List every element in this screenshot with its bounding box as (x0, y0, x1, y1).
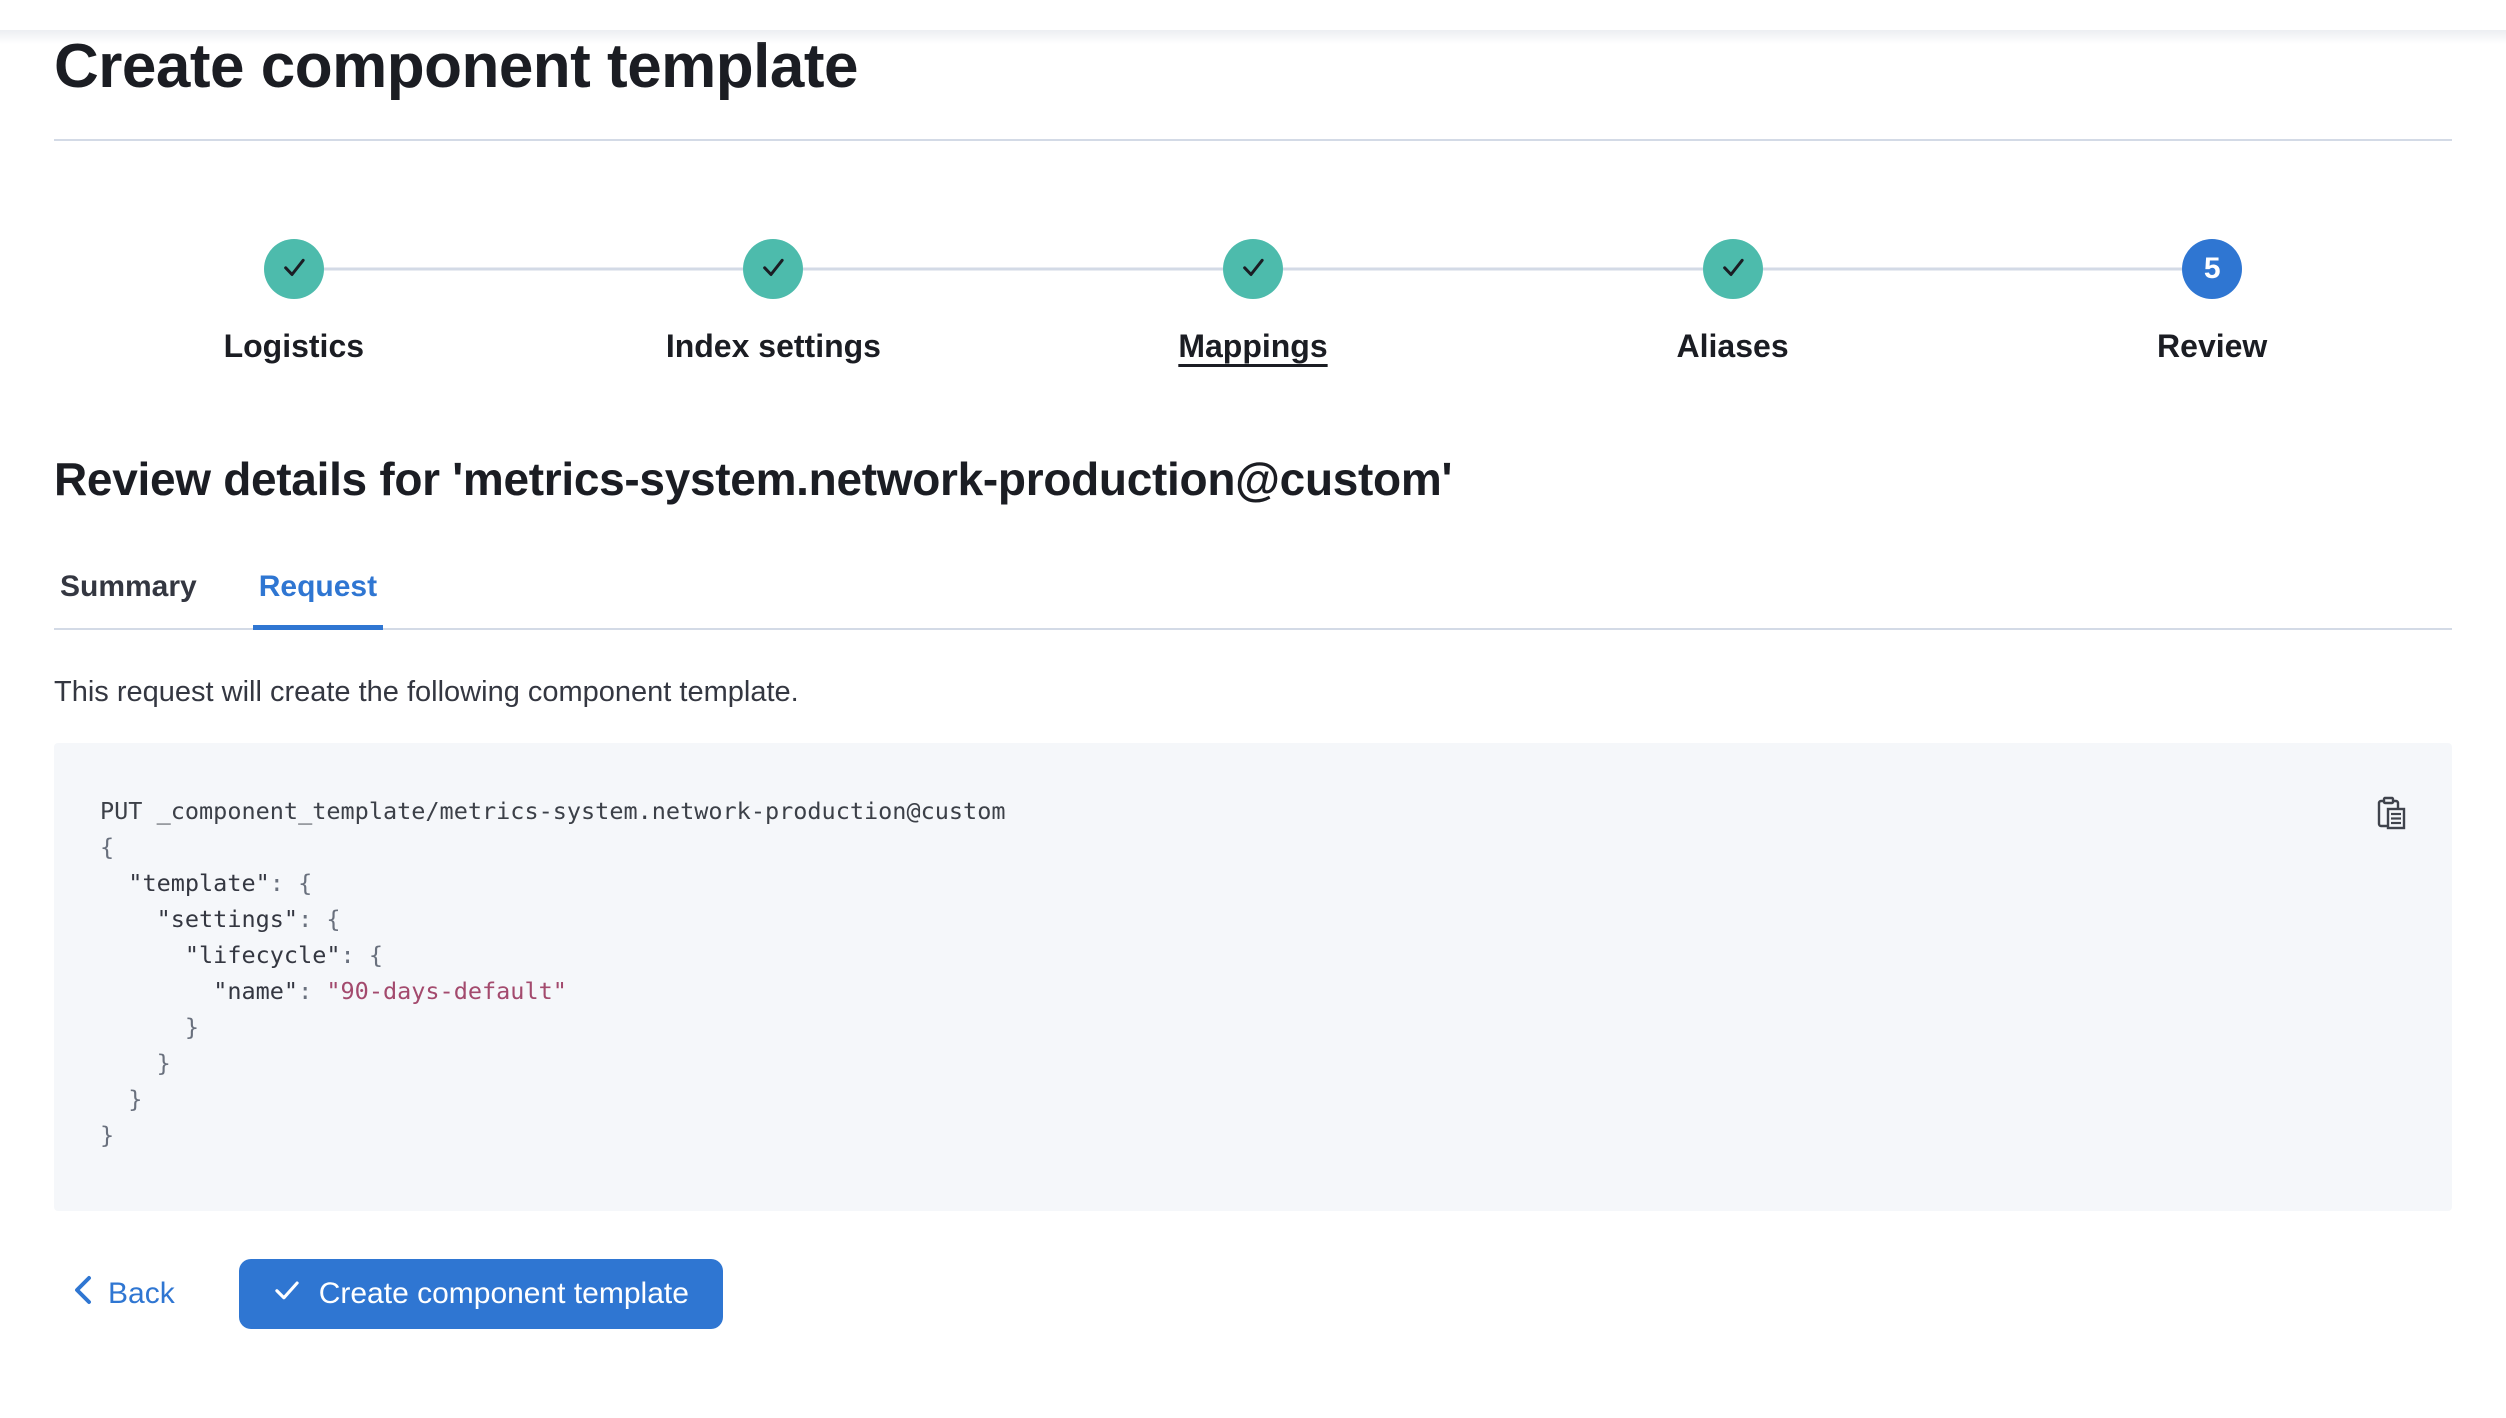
code-token (100, 941, 185, 969)
step-circle-logistics[interactable] (263, 239, 324, 300)
code-line: } (100, 1009, 2332, 1045)
stepper-circle-row (533, 237, 1014, 301)
stepper-circle-row (1013, 237, 1493, 301)
code-token (100, 977, 213, 1005)
code-token (100, 905, 157, 933)
step-label-logistics[interactable]: Logistics (223, 328, 365, 365)
code-token: "name" (213, 976, 299, 1005)
code-token: : (298, 976, 327, 1005)
code-token: "settings" (156, 904, 299, 933)
code-token: { (100, 832, 115, 861)
code-line: "template": { (100, 865, 2332, 901)
tab-summary[interactable]: Summary (60, 569, 197, 603)
scroll-shadow (0, 30, 2506, 44)
title-divider (54, 139, 2452, 142)
request-code-block: PUT _component_template/metrics-system.n… (54, 742, 2452, 1211)
code-line: "name": "90-days-default" (100, 973, 2332, 1009)
copy-to-clipboard-button[interactable] (2374, 795, 2408, 831)
code-line: } (100, 1045, 2332, 1081)
check-icon (758, 252, 788, 287)
stepper-step-index-settings[interactable]: Index settings (533, 237, 1014, 365)
step-label-aliases[interactable]: Aliases (1676, 328, 1789, 365)
stepper-connector (803, 267, 1014, 271)
code-token: : { (269, 868, 313, 897)
back-button[interactable]: Back (64, 1275, 183, 1313)
copy-clipboard-icon (2374, 796, 2408, 834)
code-token: : { (340, 940, 383, 969)
step-label-index-settings[interactable]: Index settings (665, 328, 881, 365)
code-token: "lifecycle" (184, 940, 341, 969)
create-component-template-button[interactable]: Create component template (238, 1258, 723, 1329)
code-line: "settings": { (100, 901, 2332, 937)
check-icon (273, 1276, 301, 1312)
code-token: } (100, 1048, 171, 1077)
code-token: } (100, 1120, 115, 1149)
code-token: : { (298, 904, 341, 933)
stepper-connector (1492, 267, 1703, 271)
code-token: } (100, 1012, 200, 1041)
code-line: { (100, 829, 2332, 865)
chevron-left-icon (72, 1275, 94, 1313)
code-token: } (100, 1084, 143, 1113)
step-circle-review[interactable]: 5 (2182, 239, 2243, 300)
step-circle-mappings[interactable] (1222, 239, 1283, 300)
stepper-circle-row: 5 (1972, 237, 2452, 301)
code-line: } (100, 1081, 2332, 1117)
code-line: } (100, 1117, 2332, 1153)
request-code: PUT _component_template/metrics-system.n… (100, 793, 2332, 1153)
stepper-circle-row (54, 237, 534, 301)
stepper-connector (1282, 267, 1493, 271)
check-icon (1718, 252, 1748, 287)
code-token: "90-days-default" (326, 976, 567, 1005)
stepper-step-mappings[interactable]: Mappings (1013, 237, 1493, 365)
step-label-mappings[interactable]: Mappings (1178, 328, 1328, 365)
stepper-circle-row (1492, 237, 1973, 301)
step-circle-index-settings[interactable] (743, 239, 804, 300)
create-component-template-page: Create component template Logistics Index… (0, 30, 2506, 1329)
check-icon (279, 252, 309, 287)
code-token: "template" (128, 868, 270, 897)
code-line: PUT _component_template/metrics-system.n… (100, 793, 2332, 829)
code-token (100, 869, 128, 897)
tab-request[interactable]: Request (252, 570, 384, 630)
code-line: "lifecycle": { (100, 937, 2332, 973)
stepper-step-logistics[interactable]: Logistics (54, 237, 534, 365)
footer-actions: Back Create component template (54, 1258, 2452, 1329)
step-number: 5 (2203, 252, 2221, 286)
step-label-review[interactable]: Review (2157, 328, 2268, 365)
request-description: This request will create the following c… (54, 675, 799, 708)
stepper-connector (533, 267, 744, 271)
review-heading: Review details for 'metrics-system.netwo… (54, 452, 1453, 505)
stepper-connector (1972, 267, 2183, 271)
code-token: PUT _component_template/metrics-system.n… (100, 796, 1006, 825)
back-button-label: Back (108, 1276, 175, 1310)
stepper-step-aliases[interactable]: Aliases (1492, 237, 1973, 365)
stepper-connector (1013, 267, 1223, 271)
review-tabs: Summary Request (54, 570, 2452, 630)
stepper-connector (323, 267, 534, 271)
step-circle-aliases[interactable] (1702, 239, 1763, 300)
stepper-connector (1762, 267, 1973, 271)
check-icon (1238, 252, 1268, 287)
create-button-label: Create component template (318, 1276, 689, 1310)
